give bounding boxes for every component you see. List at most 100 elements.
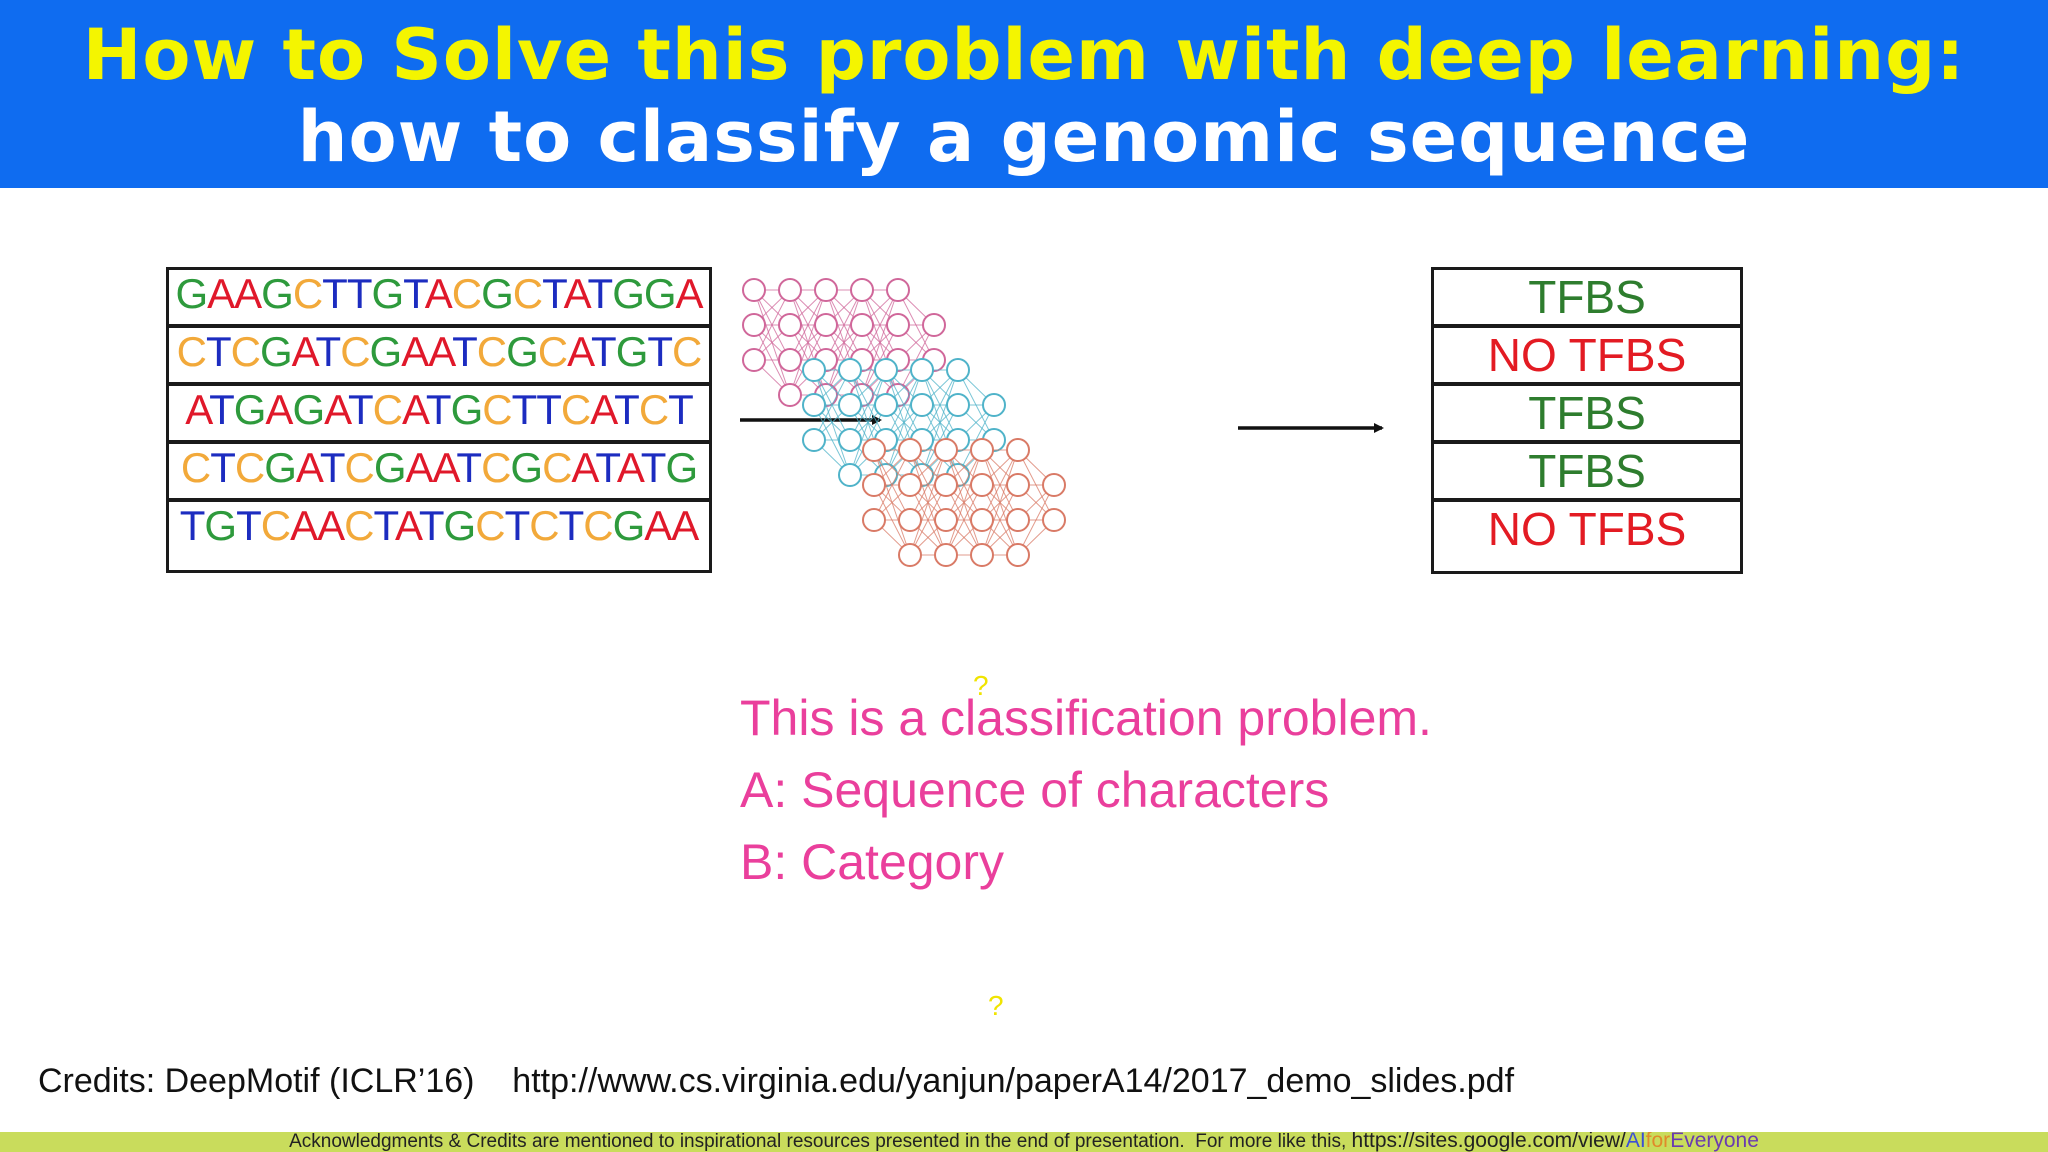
nucleotide-T: T (587, 270, 614, 317)
nn-node (1006, 438, 1030, 462)
nn-node (982, 393, 1006, 417)
nn-node (910, 358, 934, 382)
nucleotide-A: A (563, 270, 589, 317)
nucleotide-T: T (504, 502, 531, 549)
nucleotide-A: A (234, 270, 262, 317)
nucleotide-A: A (424, 270, 453, 317)
nucleotide-G: G (233, 386, 267, 433)
sequence-row: CTCGATCGAATCGCATATG (169, 444, 709, 502)
slide-title: How to Solve this problem with deep lear… (82, 14, 1966, 96)
nucleotide-A: A (401, 328, 429, 375)
nucleotide-T: T (425, 386, 452, 433)
nucleotide-C: C (340, 328, 370, 375)
sequence-row: GAAGCTTGTACGCTATGGA (169, 270, 709, 328)
footer-ack: Acknowledgments & Credits are mentioned … (289, 1132, 1352, 1152)
nucleotide-C: C (476, 328, 507, 375)
brand-for: for (1645, 1132, 1671, 1152)
brand-ai: AI (1625, 1132, 1646, 1152)
nucleotide-A: A (290, 502, 318, 549)
nucleotide-A: A (571, 444, 596, 491)
nucleotide-T: T (319, 444, 346, 491)
nn-node (898, 438, 922, 462)
nn-node (778, 278, 802, 302)
nucleotide-A: A (616, 444, 642, 491)
sequence-row: ATGAGATCATGCTTCATCT (169, 386, 709, 444)
nucleotide-G: G (481, 270, 514, 317)
nucleotide-C: C (537, 328, 568, 375)
nn-node (802, 428, 826, 452)
nucleotide-G: G (371, 270, 404, 317)
nucleotide-A: A (402, 386, 427, 433)
nn-node (850, 313, 874, 337)
nn-node (838, 358, 862, 382)
nucleotide-T: T (456, 444, 482, 491)
nn-node (934, 543, 958, 567)
label-row: NO TFBS (1487, 503, 1687, 555)
nucleotide-T: T (373, 502, 396, 549)
nucleotide-G: G (612, 502, 646, 549)
nn-node (898, 473, 922, 497)
slide-subtitle: how to classify a genomic sequence (297, 96, 1751, 178)
footer-bar: Acknowledgments & Credits are mentioned … (0, 1132, 2048, 1152)
sequence-table: GAAGCTTGTACGCTATGGA CTCGATCGAATCGCATGTC … (166, 267, 712, 573)
nucleotide-C: C (344, 444, 374, 491)
label-row: TFBS (1434, 270, 1740, 328)
nucleotide-G: G (443, 502, 477, 549)
footer-link[interactable]: https://sites.google.com/view/AIforEvery… (1352, 1132, 1759, 1152)
nucleotide-T: T (322, 270, 348, 317)
nn-node (874, 358, 898, 382)
classification-note: This is a classification problem. A: Seq… (740, 682, 1640, 898)
nucleotide-G: G (369, 328, 403, 375)
nucleotide-A: A (394, 502, 420, 549)
nn-node (1042, 473, 1066, 497)
nucleotide-T: T (403, 270, 426, 317)
nn-node (970, 438, 994, 462)
nn-node (934, 438, 958, 462)
nn-node (886, 278, 910, 302)
nucleotide-G: G (510, 444, 543, 491)
nucleotide-T: T (179, 502, 206, 549)
nucleotide-G: G (204, 502, 237, 549)
footer-text: Acknowledgments & Credits are mentioned … (289, 1132, 1759, 1152)
nucleotide-G: G (643, 270, 677, 317)
nn-node (922, 313, 946, 337)
nn-node (814, 313, 838, 337)
nucleotide-C: C (372, 386, 403, 433)
nn-node (898, 543, 922, 567)
nn-node (934, 473, 958, 497)
note-line: This is a classification problem. (740, 690, 1432, 746)
nn-node (946, 358, 970, 382)
nucleotide-T: T (315, 328, 342, 375)
nucleotide-C: C (260, 502, 291, 549)
nn-node (946, 393, 970, 417)
nn-node (1006, 508, 1030, 532)
nn-node (742, 313, 766, 337)
label-row: NO TFBS (1434, 328, 1740, 386)
credits-url[interactable]: http://www.cs.virginia.edu/yanjun/paperA… (512, 1062, 1515, 1100)
nucleotide-G: G (175, 270, 208, 317)
nucleotide-C: C (475, 502, 505, 549)
nn-node (742, 348, 766, 372)
nucleotide-A: A (567, 328, 592, 375)
nn-node (886, 313, 910, 337)
nucleotide-T: T (640, 444, 667, 491)
nn-node (802, 393, 826, 417)
credits-label: Credits: DeepMotif (ICLR’16) (38, 1062, 475, 1100)
nucleotide-T: T (209, 386, 235, 433)
nn-node (838, 428, 862, 452)
nucleotide-C: C (180, 444, 211, 491)
nucleotide-C: C (344, 502, 374, 549)
nucleotide-A: A (295, 444, 321, 491)
credits: Credits: DeepMotif (ICLR’16) http://www.… (38, 1062, 1514, 1101)
nn-node (778, 313, 802, 337)
nucleotide-C: C (529, 502, 559, 549)
nn-node (814, 278, 838, 302)
nucleotide-A: A (428, 328, 453, 375)
nucleotide-C: C (638, 386, 669, 433)
nucleotide-T: T (236, 502, 262, 549)
nn-node (850, 278, 874, 302)
nucleotide-T: T (591, 328, 617, 375)
label-row: TFBS (1434, 386, 1740, 444)
nucleotide-A: A (671, 502, 699, 549)
